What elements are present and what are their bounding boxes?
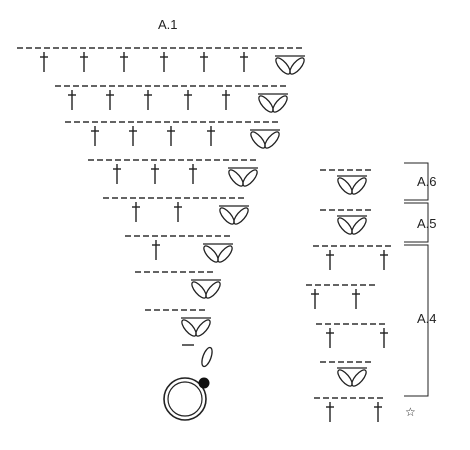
chart-title-a1: A.1 xyxy=(158,17,178,32)
treble-stitch xyxy=(151,164,159,184)
treble-stitch xyxy=(240,52,248,72)
a1-row xyxy=(103,197,249,225)
shell-stitch xyxy=(250,129,280,149)
shell-stitch xyxy=(228,167,258,187)
section-brackets xyxy=(404,162,429,397)
treble-stitch xyxy=(129,126,137,146)
chart-a4-a6 xyxy=(306,169,391,422)
a4-row xyxy=(320,361,371,387)
treble-stitch xyxy=(91,126,99,146)
chart-a1 xyxy=(17,47,305,368)
a1-row xyxy=(145,309,211,337)
treble-stitch xyxy=(352,289,360,309)
treble-stitch xyxy=(326,328,334,348)
treble-stitch xyxy=(132,202,140,222)
a1-row xyxy=(65,121,280,149)
treble-stitch xyxy=(68,90,76,110)
a1-row xyxy=(88,159,258,187)
a1-row xyxy=(135,271,221,299)
shell-stitch xyxy=(337,175,367,195)
treble-stitch xyxy=(160,52,168,72)
repeat-star-icon: ☆ xyxy=(405,405,416,419)
treble-stitch xyxy=(144,90,152,110)
bracket-a6 xyxy=(404,162,429,201)
bracket-a4 xyxy=(404,244,429,397)
treble-stitch xyxy=(326,250,334,270)
treble-stitch xyxy=(380,250,388,270)
a4-row xyxy=(316,323,388,348)
shell-stitch xyxy=(337,367,367,387)
label-a6: A.6 xyxy=(417,174,437,189)
shell-stitch xyxy=(337,215,367,235)
treble-stitch xyxy=(152,240,160,260)
shell-stitch xyxy=(191,279,221,299)
shell-stitch xyxy=(275,55,305,75)
shell-stitch xyxy=(258,93,288,113)
shell-stitch xyxy=(203,243,233,263)
bracket-a5 xyxy=(404,202,429,243)
a4-row xyxy=(306,284,375,309)
a1-chain-row xyxy=(182,344,213,368)
treble-stitch xyxy=(380,328,388,348)
chain-loop xyxy=(201,346,213,368)
a4-row xyxy=(313,245,391,270)
label-a5: A.5 xyxy=(417,216,437,231)
treble-stitch xyxy=(184,90,192,110)
treble-stitch xyxy=(167,126,175,146)
treble-stitch xyxy=(189,164,197,184)
a4-row xyxy=(314,397,383,422)
shell-stitch xyxy=(219,205,249,225)
a4-row xyxy=(320,169,371,195)
magic-ring xyxy=(163,377,210,421)
treble-stitch xyxy=(222,90,230,110)
treble-stitch xyxy=(106,90,114,110)
treble-stitch xyxy=(113,164,121,184)
treble-stitch xyxy=(120,52,128,72)
label-a4: A.4 xyxy=(417,311,437,326)
treble-stitch xyxy=(80,52,88,72)
shell-stitch xyxy=(181,317,211,337)
treble-stitch xyxy=(374,402,382,422)
a4-row xyxy=(320,209,371,235)
treble-stitch xyxy=(311,289,319,309)
treble-stitch xyxy=(326,402,334,422)
treble-stitch xyxy=(174,202,182,222)
a1-row xyxy=(55,85,288,113)
a1-row xyxy=(125,235,233,263)
a1-row xyxy=(17,47,305,75)
treble-stitch xyxy=(207,126,215,146)
slip-stitch-dot xyxy=(198,377,210,389)
treble-stitch xyxy=(40,52,48,72)
treble-stitch xyxy=(200,52,208,72)
